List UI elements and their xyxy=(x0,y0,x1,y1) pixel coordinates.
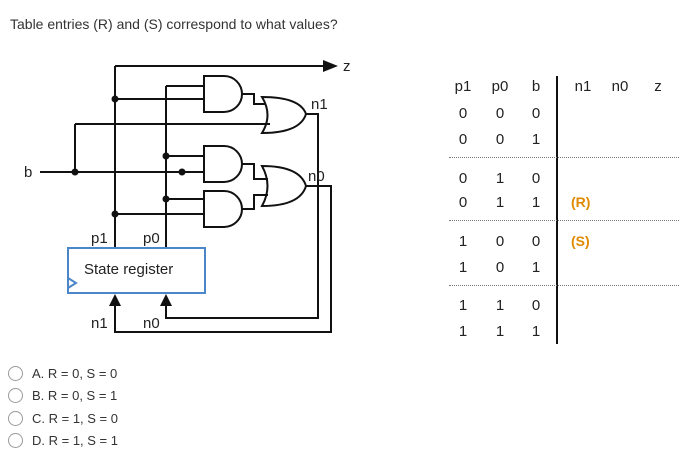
header-b: b xyxy=(526,78,546,95)
cell-p0: 1 xyxy=(490,170,510,187)
table-row: 0 1 0 xyxy=(449,170,679,194)
cell-b: 1 xyxy=(526,131,546,148)
n0-output-label: n0 xyxy=(308,168,325,185)
cell-p1: 0 xyxy=(453,131,473,148)
choice-a-label: A. R = 0, S = 0 xyxy=(32,366,117,381)
cell-p1: 1 xyxy=(453,323,473,340)
cell-p0: 1 xyxy=(490,194,510,211)
choice-d[interactable]: D. R = 1, S = 1 xyxy=(8,430,118,452)
table-row: 0 1 1 (R) xyxy=(449,194,679,218)
cell-b: 0 xyxy=(526,233,546,250)
table-header: p1 p0 b n1 n0 z xyxy=(449,78,679,102)
table-row: 1 0 1 xyxy=(449,259,679,283)
b-label: b xyxy=(24,164,32,181)
table-row: 1 1 1 xyxy=(449,323,679,347)
row-separator xyxy=(449,220,679,221)
cell-p0: 1 xyxy=(490,323,510,340)
cell-b: 1 xyxy=(526,194,546,211)
cell-p0: 1 xyxy=(490,297,510,314)
cell-p0: 0 xyxy=(490,105,510,122)
choice-b[interactable]: B. R = 0, S = 1 xyxy=(8,385,118,408)
radio-b[interactable] xyxy=(8,388,23,403)
cell-p1: 0 xyxy=(453,194,473,211)
cell-p0: 0 xyxy=(490,131,510,148)
choice-a[interactable]: A. R = 0, S = 0 xyxy=(8,362,118,385)
choice-b-label: B. R = 0, S = 1 xyxy=(32,388,117,403)
cell-p0: 0 xyxy=(490,233,510,250)
header-p0: p0 xyxy=(490,78,510,95)
cell-p1: 1 xyxy=(453,233,473,250)
table-row: 0 0 1 xyxy=(449,131,679,155)
answer-choices: A. R = 0, S = 0 B. R = 0, S = 1 C. R = 1… xyxy=(8,362,118,452)
header-n0: n0 xyxy=(610,78,630,95)
cell-p0: 0 xyxy=(490,259,510,276)
cell-p1: 1 xyxy=(453,297,473,314)
radio-c[interactable] xyxy=(8,411,23,426)
cell-b: 1 xyxy=(526,259,546,276)
choice-c-label: C. R = 1, S = 0 xyxy=(32,411,118,426)
n1-output-label: n1 xyxy=(311,96,328,113)
row-separator xyxy=(449,285,679,286)
z-label: z xyxy=(343,58,351,75)
tag-s: (S) xyxy=(571,233,590,249)
state-register-label: State register xyxy=(84,261,173,278)
circuit-diagram: z b n1 n0 p1 p0 State register n1 n0 xyxy=(0,0,450,350)
table-row: 1 0 0 (S) xyxy=(449,233,679,257)
cell-b: 0 xyxy=(526,297,546,314)
truth-table: p1 p0 b n1 n0 z 0 0 0 0 0 1 0 1 0 0 1 1 … xyxy=(449,74,679,346)
n0-input-label: n0 xyxy=(143,315,160,332)
cell-b: 0 xyxy=(526,170,546,187)
choice-c[interactable]: C. R = 1, S = 0 xyxy=(8,407,118,430)
tag-r: (R) xyxy=(571,194,590,210)
header-p1: p1 xyxy=(453,78,473,95)
cell-b: 1 xyxy=(526,323,546,340)
table-row: 0 0 0 xyxy=(449,105,679,129)
header-n1: n1 xyxy=(573,78,593,95)
radio-d[interactable] xyxy=(8,433,23,448)
p1-label: p1 xyxy=(91,230,108,247)
choice-d-label: D. R = 1, S = 1 xyxy=(32,433,118,448)
cell-p1: 0 xyxy=(453,170,473,187)
p0-label: p0 xyxy=(143,230,160,247)
header-z: z xyxy=(648,78,668,95)
n1-input-label: n1 xyxy=(91,315,108,332)
cell-p1: 0 xyxy=(453,105,473,122)
table-row: 1 1 0 xyxy=(449,297,679,321)
radio-a[interactable] xyxy=(8,366,23,381)
cell-b: 0 xyxy=(526,105,546,122)
row-separator xyxy=(449,157,679,158)
cell-p1: 1 xyxy=(453,259,473,276)
